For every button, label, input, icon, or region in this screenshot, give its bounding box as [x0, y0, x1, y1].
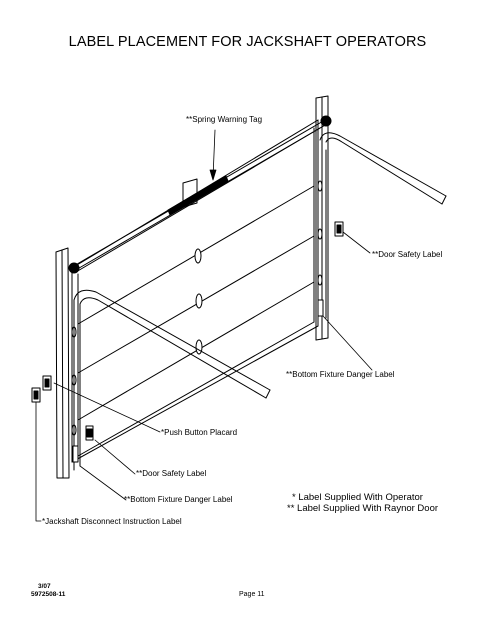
spring-warning-label: **Spring Warning Tag [186, 115, 263, 124]
page-title: LABEL PLACEMENT FOR JACKSHAFT OPERATORS [68, 34, 427, 50]
door-safety-label-right: **Door Safety Label [372, 250, 443, 259]
cable-drums [68, 115, 332, 274]
door-panel [71, 119, 321, 463]
footer-doc-number: 5972508-11 [31, 591, 66, 598]
bottom-fixture-label-left: **Bottom Fixture Danger Label [124, 495, 233, 504]
push-button-placard-label: *Push Button Placard [161, 428, 238, 437]
page-number: Page 11 [239, 591, 265, 598]
door-labels [31, 221, 344, 463]
right-track [319, 132, 447, 319]
legend-door: ** Label Supplied With Raynor Door [287, 503, 439, 514]
left-track [73, 289, 271, 471]
footer-date: 3/07 [38, 583, 51, 590]
hinges [71, 180, 323, 436]
jackshaft-disconnect-label: *Jackshaft Disconnect Instruction Label [42, 517, 182, 526]
left-jamb [55, 247, 70, 479]
legend: * Label Supplied With Operator ** Label … [287, 492, 438, 514]
door-safety-label-left: **Door Safety Label [136, 469, 207, 478]
leader-lines [35, 129, 373, 522]
torsion-spring [71, 119, 328, 272]
bottom-fixture-label-right: **Bottom Fixture Danger Label [286, 370, 395, 379]
legend-operator: * Label Supplied With Operator [292, 492, 423, 503]
